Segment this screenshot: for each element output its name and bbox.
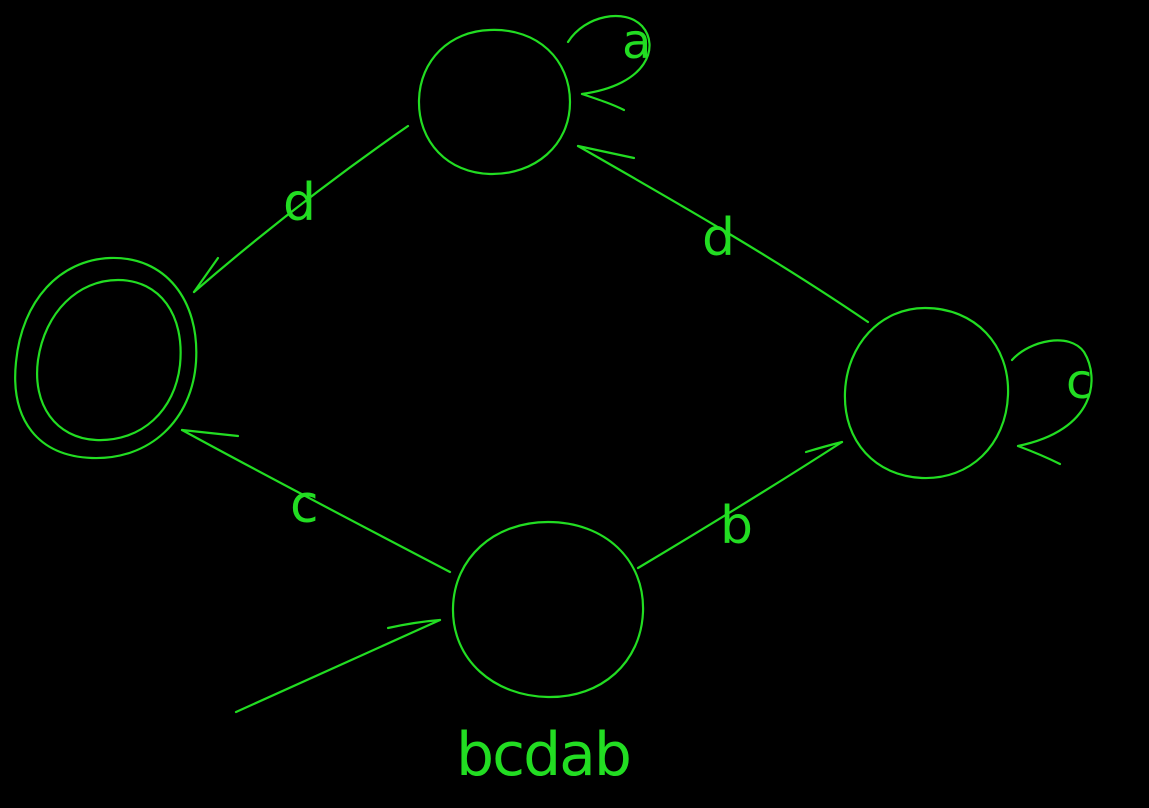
transition-bottom-to-left-arrowhead [180,428,240,438]
state-left-inner-circle [36,278,182,442]
initial-arrow [234,618,442,714]
transition-bottom-to-right-label: b [720,496,753,556]
transition-top-to-left: d [192,124,410,294]
input-word: bcdab [456,720,630,790]
transition-bottom-to-right-line [636,440,844,570]
transition-bottom-to-left-label: c [290,475,319,535]
transition-bottom-to-left-line [180,428,452,574]
state-bottom-circle [451,520,645,699]
state-top [417,28,572,176]
state-right [843,306,1010,480]
self-loop-right-arrowhead [1016,444,1062,466]
transition-right-to-top: d [576,144,870,324]
state-left-outer-circle [14,256,198,460]
transition-right-to-top-arrowhead [576,144,636,160]
transition-top-to-left-arrowhead [192,256,220,294]
transition-bottom-to-left: c [180,428,452,574]
self-loop-right-label: c [1066,354,1092,410]
transition-right-to-top-label: d [702,208,735,268]
state-bottom [451,520,645,699]
initial-arrow-line [234,618,442,714]
transition-right-to-top-line [576,144,870,324]
transition-bottom-to-right: b [636,440,844,570]
transition-bottom-to-right-arrowhead [804,440,844,454]
transition-top-to-left-label: d [283,173,316,233]
state-top-circle [417,28,572,176]
state-left[interactable] [14,256,198,460]
transition-top-to-left-line [192,124,410,294]
self-loop-top: a [566,14,651,112]
initial-arrow-head [386,618,442,630]
self-loop-top-curve [566,14,651,96]
self-loop-right: c [1010,339,1093,466]
self-loop-top-arrowhead [580,92,626,112]
self-loop-top-label: a [622,14,651,70]
self-loop-right-curve [1010,339,1093,448]
state-right-circle [843,306,1010,480]
